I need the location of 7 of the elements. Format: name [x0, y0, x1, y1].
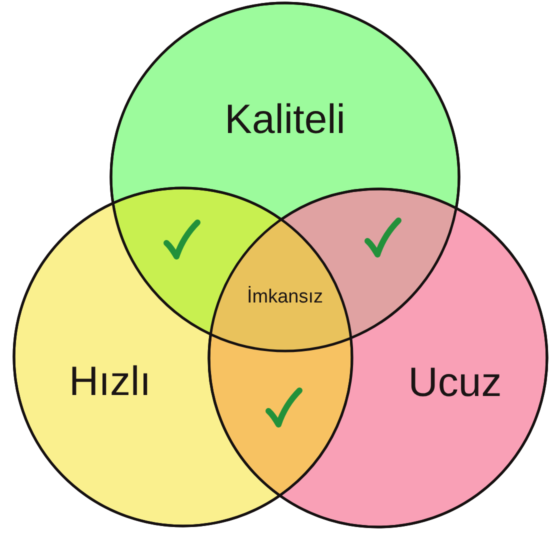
venn-circle	[110, 2, 460, 352]
region-label: İmkansız	[246, 288, 324, 306]
circle-label: Ucuz	[408, 362, 502, 402]
circle-label: Kaliteli	[224, 98, 346, 140]
venn-circle	[12, 186, 354, 528]
circle-label: Hızlı	[69, 360, 151, 402]
venn-circle	[208, 188, 548, 528]
